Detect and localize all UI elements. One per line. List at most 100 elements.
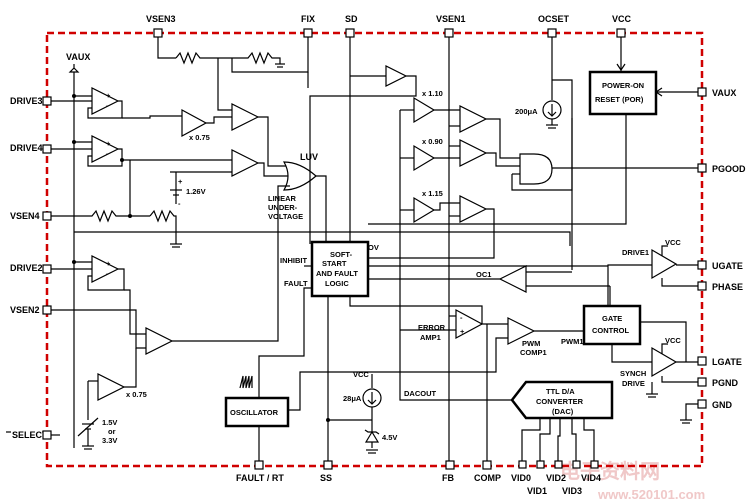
pin-select: SELECT [6,430,52,440]
ov-comparator [459,195,488,223]
pin-vsen1: VSEN1 [436,14,466,38]
x090-buffer [413,144,436,172]
pin-box-fault-rt [254,460,264,470]
pin-label-comp: COMP [474,473,501,483]
pin-box-vid3 [572,460,581,469]
pwm1-label: PWM1 [561,337,584,346]
x110-buffer [413,96,436,124]
polyline [661,278,698,287]
polyline [217,58,232,111]
ss-current-label: 28μA [343,394,362,403]
x115-label: x 1.15 [422,189,443,198]
polyline [87,268,125,291]
x110-label: x 1.10 [422,89,443,98]
pin-ugate: UGATE [697,260,743,271]
linear-uv-label-3: VOLTAGE [268,212,303,221]
polyline [258,287,312,461]
oc1-comparator [498,265,527,293]
polyline [124,289,146,335]
polyline [661,245,668,256]
pin-vsen4: VSEN4 [10,211,52,221]
junction [72,260,76,264]
synch-driver [651,346,678,378]
dac-label-1: TTL D/A [546,387,575,396]
pin-box-drive4 [42,144,52,154]
pin-box-sd [345,28,355,38]
pin-box-select [42,430,52,440]
text-label: + [460,327,465,336]
pin-label-vsen4: VSEN4 [10,211,40,221]
dac-block [510,380,614,420]
polyline [368,208,495,259]
polyline [399,330,512,401]
pin-label-select: SELECT [12,430,48,440]
pgood-and-gate [519,153,553,185]
pin-label-vsen3: VSEN3 [146,14,176,24]
polyline [172,185,290,342]
polyline [547,111,557,117]
synch-vcc-label: VCC [665,336,681,345]
fault-label: FAULT [284,279,308,288]
pin-box-vid0 [518,460,527,469]
dacout-label: DACOUT [404,389,436,398]
ref-126-label: 1.26V [186,187,206,196]
vsen3-resistor-1 [175,51,232,65]
pin-label-gnd: GND [712,400,733,410]
pin-box-fix [303,28,313,38]
polyline [309,75,417,244]
pin-label-ss: SS [320,473,332,483]
polyline [521,418,541,461]
pin-drive3: DRIVE3 [10,96,52,106]
polyline [611,344,652,363]
polyline [640,321,687,362]
text-label: + [178,177,183,186]
pin-box-vsen3 [153,28,163,38]
uv-comparator-mid [231,149,260,177]
pin-label-vid3: VID3 [562,486,582,496]
pin-box-vid4 [590,460,599,469]
text-label: + [106,139,111,148]
pin-label-vid0: VID0 [511,473,531,483]
uv-comparator-bottom [145,327,174,355]
polyline [557,418,561,461]
zener-diode [364,430,380,443]
polyline [288,337,508,411]
pin-vid0: VID0 [511,460,531,483]
select-ref-label-1: 1.5V [102,418,117,427]
polyline [87,148,123,167]
softstart-label-4: LOGIC [325,279,349,288]
polyline [51,309,146,349]
pin-box-vsen1 [444,28,454,38]
oc1-label: OC1 [476,270,491,279]
x075-label-bottom: x 0.75 [126,390,147,399]
junction [72,140,76,144]
drive2-amplifier [91,255,120,283]
pin-comp: COMP [474,460,501,483]
text-label: - [106,269,109,278]
polyline [654,87,663,97]
synch-drive-label-2: DRIVE [622,379,645,388]
pin-label-fix: FIX [301,14,315,24]
vsen4-resistor-2 [149,209,177,236]
junction [72,94,76,98]
polyline [231,37,309,73]
pin-lgate: LGATE [697,356,742,367]
polyline [87,100,123,119]
pin-box-phase [697,281,707,291]
text-label: - [106,101,109,110]
pin-box-drive3 [42,96,52,106]
polyline [312,175,327,247]
pin-box-vsen4 [42,211,52,221]
oscillator-label: OSCILLATOR [230,408,279,417]
pin-fault-rt: FAULT / RT [236,460,284,483]
softstart-block [310,240,370,298]
pin-box-lgate [697,356,707,366]
pin-label-vsen1: VSEN1 [436,14,466,24]
pin-label-ugate: UGATE [712,261,743,271]
error-amp-label-1: ERROR [418,323,446,332]
luv-label: LUV [300,152,318,162]
sd-buffer [385,65,408,87]
pgood-comparator-low [459,139,488,167]
pin-box-pgood [697,163,707,173]
x115-buffer [413,196,436,224]
